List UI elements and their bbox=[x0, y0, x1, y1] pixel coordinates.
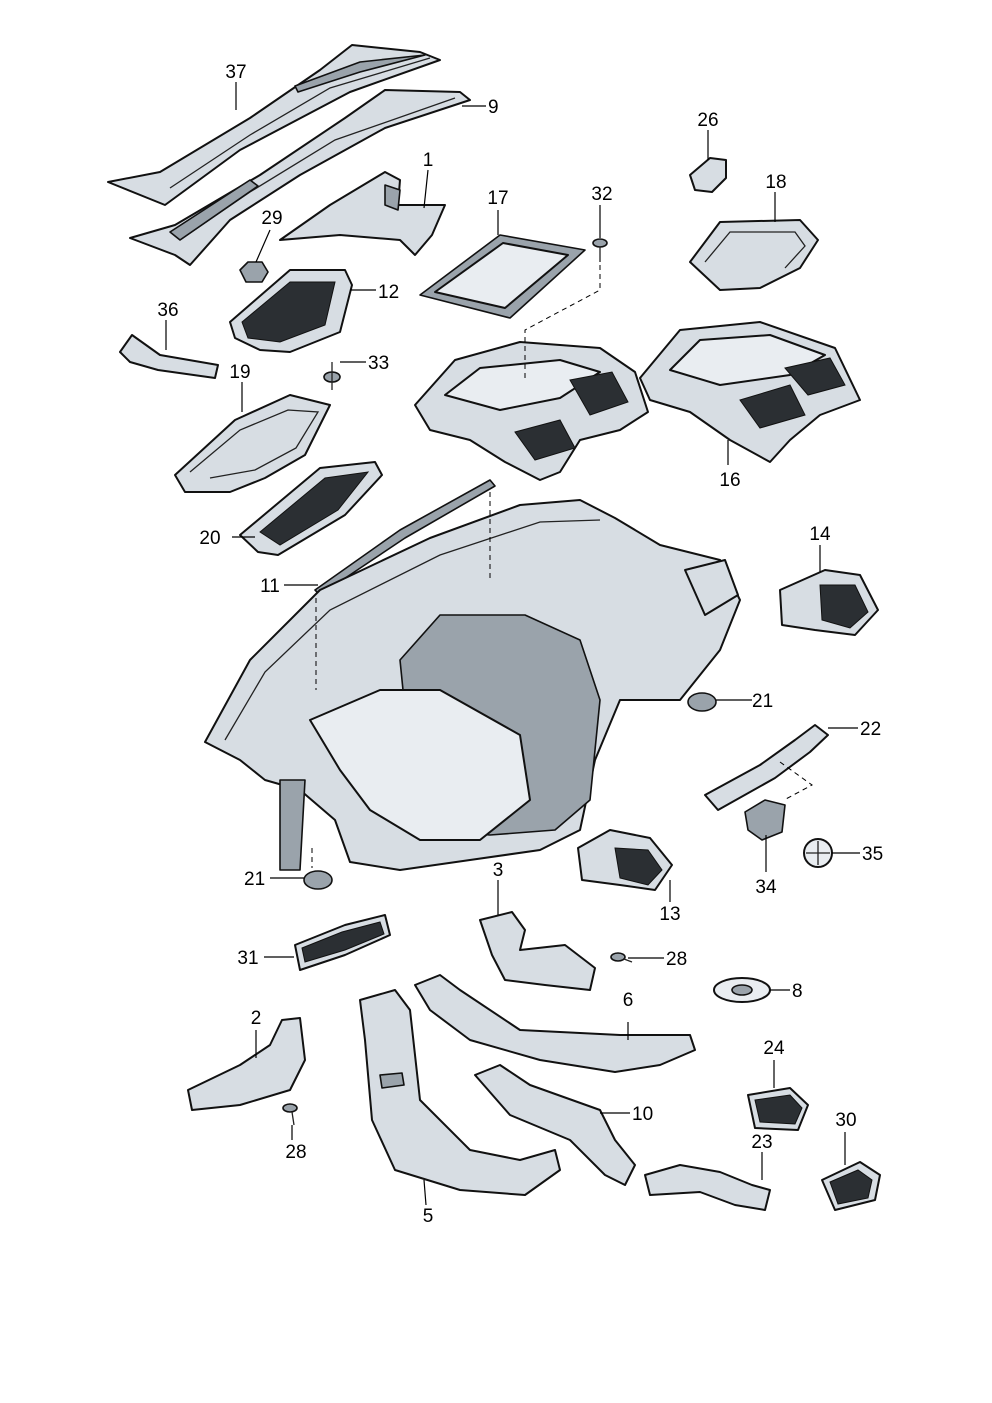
callout-6: 6 bbox=[623, 990, 634, 1011]
part-26 bbox=[689, 157, 727, 193]
callout-20: 20 bbox=[199, 528, 220, 549]
part-13 bbox=[577, 829, 673, 891]
callout-22: 22 bbox=[860, 719, 881, 740]
part-3 bbox=[479, 911, 596, 991]
callout-14: 14 bbox=[809, 524, 831, 545]
part-2 bbox=[187, 1017, 306, 1111]
part-21-right bbox=[687, 692, 717, 712]
callout-37: 37 bbox=[225, 62, 246, 83]
callout-10: 10 bbox=[632, 1104, 653, 1125]
callout-1: 1 bbox=[423, 150, 434, 171]
part-10 bbox=[474, 1064, 636, 1186]
part-28-right bbox=[610, 952, 633, 963]
callout-33: 33 bbox=[368, 353, 389, 374]
part-31 bbox=[294, 914, 391, 971]
callout-2: 2 bbox=[251, 1008, 262, 1029]
part-17 bbox=[419, 234, 586, 319]
callout-28-left: 28 bbox=[285, 1142, 306, 1163]
leader-lines bbox=[165, 82, 860, 1206]
callout-9: 9 bbox=[488, 97, 499, 118]
callout-21-right: 21 bbox=[752, 691, 773, 712]
part-33 bbox=[323, 362, 341, 390]
dashboard-body bbox=[204, 499, 741, 871]
callout-24: 24 bbox=[763, 1038, 785, 1059]
part-1 bbox=[279, 171, 446, 256]
callout-32: 32 bbox=[591, 184, 612, 205]
callout-12: 12 bbox=[378, 282, 399, 303]
callout-16: 16 bbox=[719, 470, 740, 491]
callout-11: 11 bbox=[260, 576, 280, 597]
part-21-left bbox=[303, 870, 333, 890]
callout-30: 30 bbox=[835, 1110, 856, 1131]
callout-28-right: 28 bbox=[666, 949, 687, 970]
part-14 bbox=[779, 569, 879, 636]
callout-13: 13 bbox=[659, 904, 680, 925]
callout-31: 31 bbox=[237, 948, 258, 969]
part-18 bbox=[689, 219, 819, 291]
callout-35: 35 bbox=[862, 844, 883, 865]
part-30 bbox=[821, 1161, 881, 1211]
part-9 bbox=[129, 89, 471, 266]
callout-26: 26 bbox=[697, 110, 718, 131]
part-29 bbox=[239, 261, 269, 283]
part-22 bbox=[704, 724, 829, 811]
callout-5: 5 bbox=[423, 1206, 434, 1227]
callout-19: 19 bbox=[229, 362, 250, 383]
callout-3: 3 bbox=[493, 860, 504, 881]
callout-36: 36 bbox=[157, 300, 178, 321]
callout-29: 29 bbox=[261, 208, 282, 229]
callout-8: 8 bbox=[792, 981, 803, 1002]
part-28-left bbox=[282, 1103, 298, 1126]
callout-21-left: 21 bbox=[244, 869, 265, 890]
part-34 bbox=[744, 799, 786, 841]
part-5 bbox=[359, 989, 561, 1196]
centre-console-upper bbox=[414, 341, 649, 481]
part-32 bbox=[592, 238, 608, 262]
callout-17: 17 bbox=[487, 188, 508, 209]
callout-34: 34 bbox=[755, 877, 777, 898]
part-24 bbox=[747, 1087, 809, 1131]
part-19 bbox=[174, 394, 331, 493]
part-36 bbox=[119, 334, 219, 379]
part-20 bbox=[239, 461, 383, 556]
part-8 bbox=[713, 977, 771, 1003]
part-16 bbox=[639, 321, 861, 463]
part-6 bbox=[414, 974, 696, 1073]
part-12 bbox=[229, 269, 353, 353]
callout-labels: 37 9 1 17 32 26 18 29 12 36 33 19 16 20 … bbox=[157, 62, 883, 1227]
part-23 bbox=[644, 1164, 771, 1211]
callout-18: 18 bbox=[765, 172, 786, 193]
part-35 bbox=[803, 838, 833, 868]
callout-23: 23 bbox=[751, 1132, 772, 1153]
part-37 bbox=[107, 44, 441, 206]
